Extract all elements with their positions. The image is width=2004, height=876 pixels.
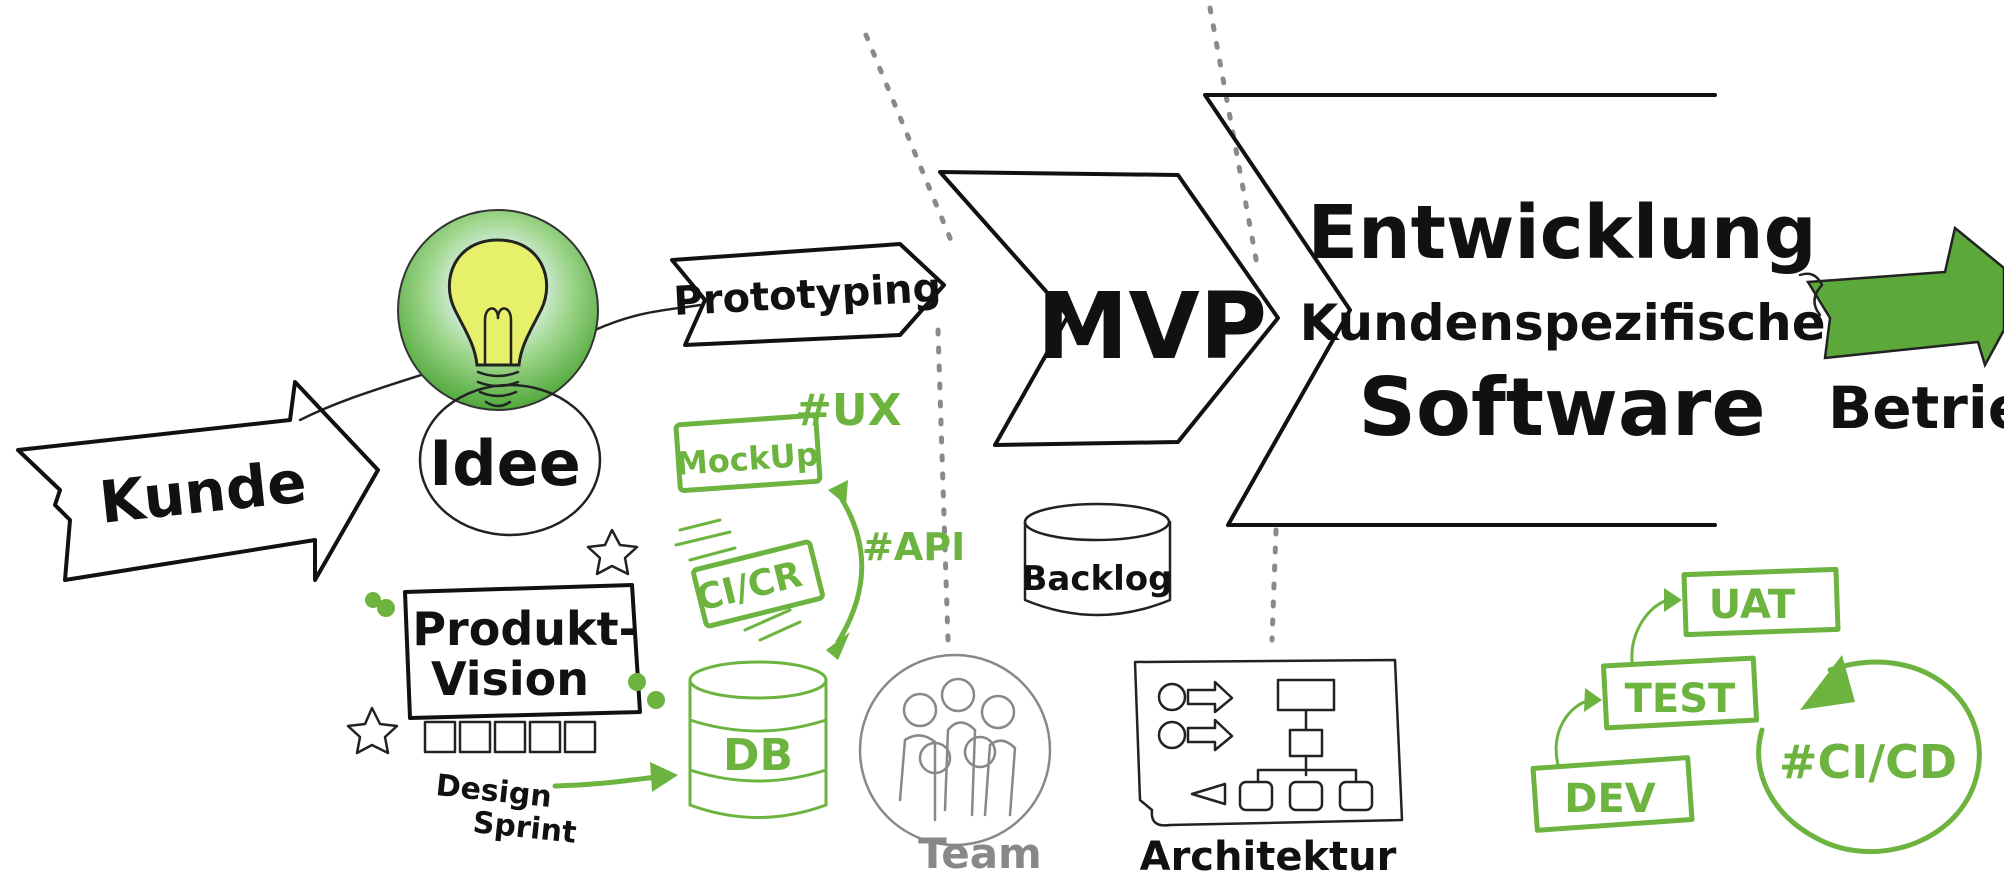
idee-bubble: Idee <box>418 383 602 537</box>
design-sprint-squares <box>423 720 597 754</box>
mvp-chevron: MVP <box>938 170 1280 447</box>
ux-hashtag: #UX <box>795 385 902 436</box>
separator-2-bottom <box>1269 527 1279 643</box>
idee-oval <box>418 383 602 537</box>
cicd-label: #CI/CD <box>1779 735 1957 789</box>
cicr-motion-lines <box>674 518 737 562</box>
pin-dot <box>365 592 381 608</box>
idee-label: Idee <box>429 427 581 500</box>
stages-dev-test-uat: DEV TEST UAT <box>1530 566 1841 833</box>
cycle-arrow-icon: #CI/CD <box>1756 655 1982 855</box>
kunde-arrow-shape <box>16 380 380 582</box>
prototyping-flag: Prototyping <box>670 242 946 347</box>
api-connection: #API <box>826 480 965 660</box>
cicd-cycle-path <box>1756 659 1982 855</box>
design-sprint-line2: Sprint <box>471 805 578 851</box>
architecture-diagram-icon: Architektur <box>1133 658 1404 876</box>
sprint-square <box>458 720 492 754</box>
api-double-arrow <box>833 487 865 645</box>
sprint-square <box>423 720 457 754</box>
design-sprint-arrow <box>552 773 668 789</box>
produkt-vision-frame <box>403 583 642 720</box>
backlog-label: Backlog <box>1022 559 1173 599</box>
architektur-label: Architektur <box>1140 834 1397 876</box>
prototyping-label: Prototyping <box>672 265 942 325</box>
entwicklung-chevron: Entwicklung Kundenspezifischer Software <box>1203 93 1851 527</box>
dev-to-test-arrow <box>1554 698 1592 767</box>
sprint-square <box>528 720 562 754</box>
backlog-box: Backlog <box>1022 502 1173 617</box>
star-icon <box>586 528 639 576</box>
mvp-chevron-shape <box>938 170 1280 447</box>
test-to-uat-arrow <box>1630 598 1670 664</box>
mockup-frame <box>673 412 823 494</box>
entwicklung-chevron-shape <box>1203 93 1717 527</box>
separator-2-top <box>1207 5 1261 273</box>
db-label: DB <box>723 730 793 781</box>
uat-box <box>1681 566 1841 638</box>
team-label: Team <box>918 829 1042 876</box>
entwicklung-line1: Entwicklung <box>1307 190 1816 276</box>
test-label: TEST <box>1625 676 1736 722</box>
test-box <box>1600 655 1760 731</box>
cicr-box: CI/CR <box>674 518 825 642</box>
mockup-label: MockUp <box>675 435 820 483</box>
sprint-square <box>563 720 597 754</box>
database-icon: DB <box>688 660 828 819</box>
pin-dot <box>628 673 646 691</box>
separator-1-bottom <box>935 327 951 643</box>
prototyping-flag-shape <box>670 242 946 347</box>
cicr-motion-lines-bottom <box>743 608 802 642</box>
lightbulb-icon <box>397 209 599 411</box>
betrieb-arrow-shape <box>1805 225 2004 369</box>
produkt-vision-line1: Produkt- <box>412 602 637 656</box>
dev-label: DEV <box>1564 776 1656 822</box>
produkt-vision-box: Produkt- Vision <box>365 583 665 720</box>
api-hashtag: #API <box>862 525 965 569</box>
kunde-label: Kunde <box>96 447 309 536</box>
pin-dot <box>377 599 395 617</box>
kunde-arrow: Kunde <box>16 380 380 582</box>
phase-separators <box>863 5 1279 643</box>
separator-1-top <box>863 32 958 253</box>
entwicklung-line3: Software <box>1358 361 1765 454</box>
betrieb-label: Betrieb <box>1828 374 2004 442</box>
dev-box <box>1530 755 1695 833</box>
star-icon <box>346 706 399 755</box>
entwicklung-line2: Kundenspezifischer <box>1300 294 1851 352</box>
mvp-label: MVP <box>1037 273 1267 380</box>
pin-dot <box>647 691 665 709</box>
cicr-frame <box>691 539 825 629</box>
uat-label: UAT <box>1709 582 1796 628</box>
betrieb-arrow: Betrieb <box>1798 225 2004 442</box>
sprint-square <box>493 720 527 754</box>
produkt-vision-line2: Vision <box>431 652 589 706</box>
team-icon: Team <box>858 653 1052 876</box>
